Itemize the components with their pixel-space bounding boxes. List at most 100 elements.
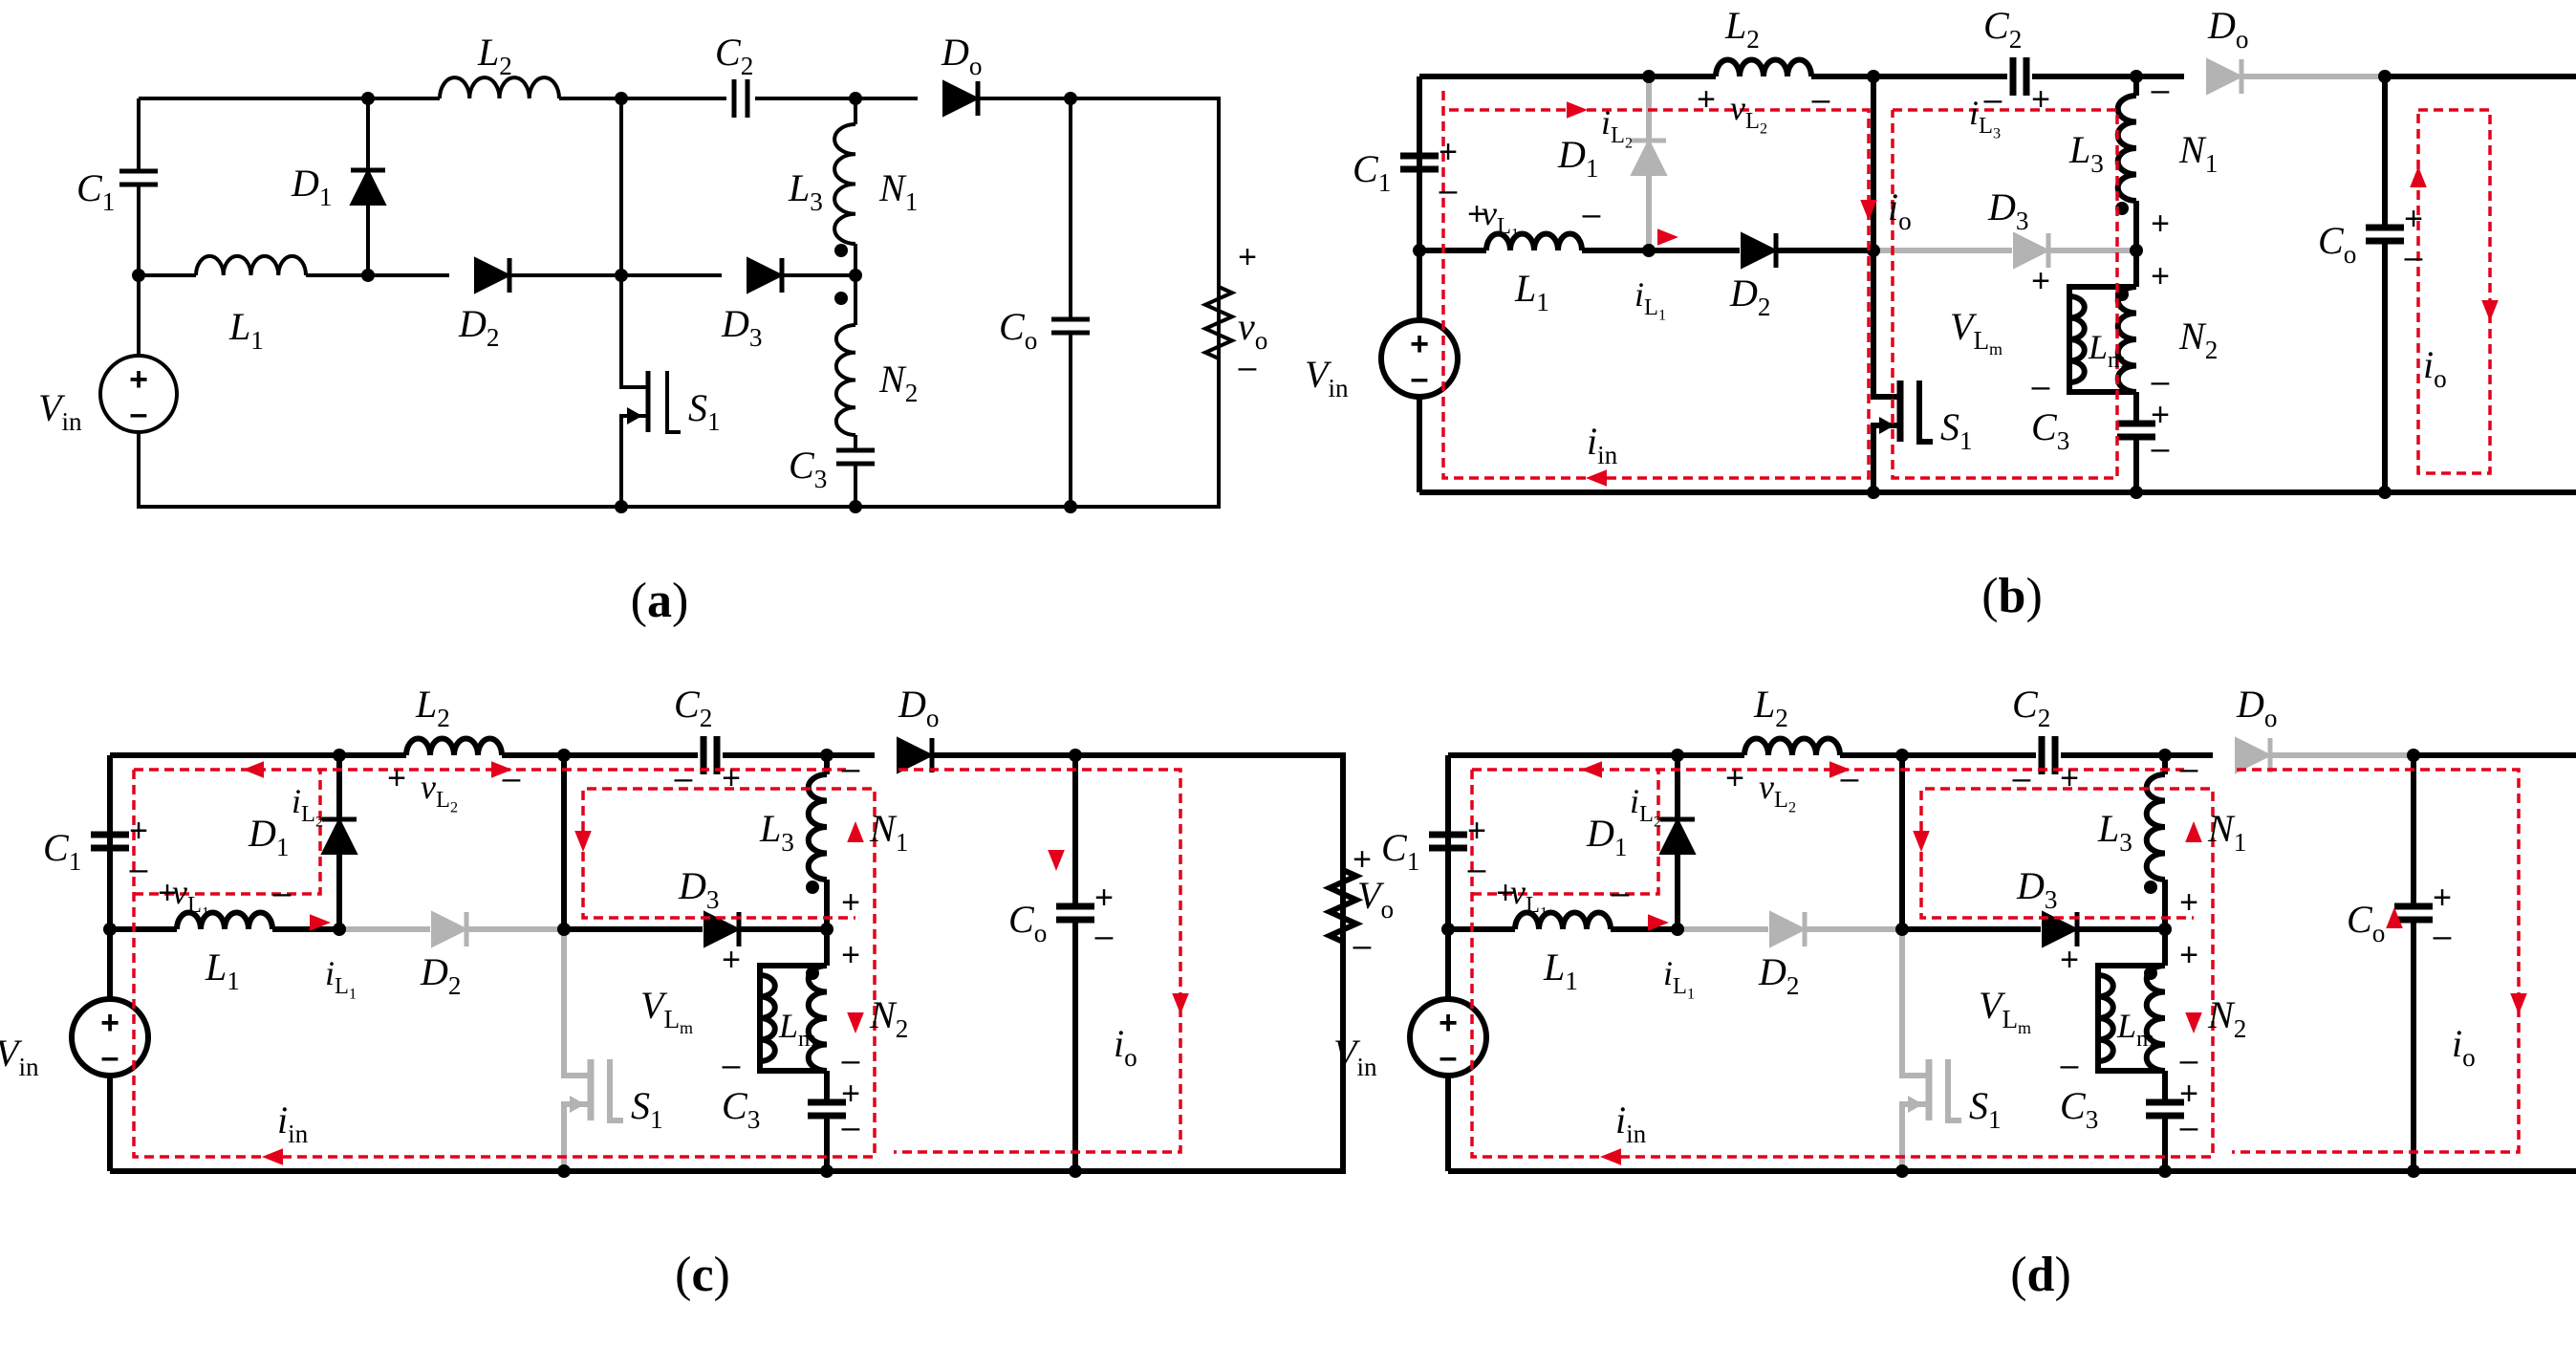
switch-S1-arrow <box>627 407 642 424</box>
plus-C1: + <box>1439 134 1458 170</box>
junction-dot <box>1867 70 1880 83</box>
switch-S1-drain <box>1899 1023 1929 1078</box>
label-D1: D1 <box>1586 812 1627 861</box>
output-loop <box>110 752 1346 1174</box>
inductor-L2 <box>1713 56 1814 77</box>
label-Lm: Lm <box>778 1007 816 1052</box>
label-VLm: VLm <box>1979 984 2031 1037</box>
plus-Lm: + <box>722 942 741 978</box>
junction-dot <box>615 92 628 105</box>
switch-S1-arrow <box>1879 417 1894 434</box>
output-loop <box>1448 752 2576 1174</box>
minus-Lm: – <box>723 1047 741 1083</box>
plus-Co: + <box>2433 880 2452 916</box>
label-iin: iin <box>1587 420 1618 469</box>
label-C1: C1 <box>1381 826 1419 876</box>
diode-D1 <box>349 167 387 206</box>
junction-dot <box>1642 70 1656 83</box>
minus-Lm: – <box>2032 368 2050 404</box>
junction-dot <box>2378 486 2392 499</box>
label-C3: C3 <box>722 1084 760 1134</box>
winding-N1 <box>805 772 828 882</box>
label-iin: iin <box>1615 1098 1647 1148</box>
junction-dot <box>2407 749 2420 762</box>
junction-dot <box>2378 70 2392 83</box>
label-Co: Co <box>2318 219 2356 269</box>
minus-C1: – <box>1440 172 1458 208</box>
junction-dot <box>2158 749 2172 762</box>
current-path-main <box>1470 770 2215 1159</box>
switch-S1-drain <box>561 1023 591 1078</box>
junction-dot <box>103 923 117 936</box>
arrow-co <box>2386 907 2403 928</box>
source-minus: – <box>130 396 148 432</box>
minus-C2: – <box>2013 760 2031 796</box>
plus-Co: + <box>1094 880 1114 916</box>
label-iL2: iL2 <box>292 782 323 830</box>
diode-D2 <box>1769 910 1808 948</box>
minus-L1: – <box>1583 196 1601 232</box>
label-VLm: VLm <box>640 984 693 1037</box>
minus-C3: – <box>2180 1109 2198 1145</box>
label-D1: D1 <box>291 162 332 211</box>
diode-Do <box>2235 736 2273 774</box>
plus-C3: + <box>841 1076 860 1112</box>
plus-C3: + <box>2151 397 2170 433</box>
label-D2: D2 <box>1729 272 1770 321</box>
diode-D2 <box>474 256 512 294</box>
label-vo: vo <box>1238 305 1267 355</box>
diode-D1 <box>1658 816 1697 855</box>
junction-dot <box>1895 749 1909 762</box>
label-C1: C1 <box>43 826 81 876</box>
arrow-co <box>2410 166 2427 187</box>
label-C2: C2 <box>715 31 753 80</box>
junction-dot <box>1064 500 1077 513</box>
arrow-iin <box>1586 469 1607 487</box>
junction-dot <box>1867 486 1880 499</box>
label-L2: L2 <box>1753 683 1788 732</box>
label-C1: C1 <box>1353 147 1391 197</box>
load-resistor <box>1201 285 1237 360</box>
label-Do: Do <box>2207 4 2248 54</box>
plus-sign: + <box>1238 239 1257 275</box>
minus-N2: – <box>2152 363 2170 400</box>
polarity-dot <box>834 292 848 305</box>
arrow-io <box>1172 993 1189 1014</box>
label-L3: L3 <box>2097 807 2132 857</box>
label-L3: L3 <box>2068 128 2104 178</box>
junction-dot <box>1671 923 1684 936</box>
plus-L1: + <box>1467 196 1486 232</box>
label-N1: N1 <box>2178 128 2218 178</box>
label-L1: L1 <box>1514 267 1549 316</box>
current-path-output <box>2232 768 2521 1154</box>
label-iL2: iL2 <box>1601 103 1633 151</box>
junction-dot <box>820 749 833 762</box>
junction-dot <box>132 269 145 282</box>
switch-S1-gate <box>665 371 681 434</box>
arrow-iL1 <box>1657 228 1678 246</box>
label-N1: N1 <box>878 166 918 216</box>
plus-Lm: + <box>2031 263 2050 299</box>
junction-dot <box>557 1164 571 1178</box>
inductor-Lm <box>2097 972 2116 1064</box>
label-Vin: Vin <box>1333 1032 1377 1081</box>
arrow-n2 <box>2185 1012 2202 1033</box>
inductor-L2 <box>403 735 505 756</box>
label-D2: D2 <box>420 950 461 1000</box>
label-Co: Co <box>999 305 1037 355</box>
switch-S1-arrow <box>1908 1096 1923 1113</box>
output-loop <box>1419 74 2576 495</box>
diode-D3 <box>747 256 785 294</box>
diode-D3 <box>2042 910 2080 948</box>
source-plus: + <box>1439 1005 1458 1041</box>
winding-N2 <box>2114 284 2137 395</box>
label-N1: N1 <box>869 807 908 857</box>
junction-dot <box>615 500 628 513</box>
minus-Vo: – <box>1353 927 1372 964</box>
switch-S1-gate <box>607 1059 623 1123</box>
arrow-c2 <box>491 761 512 778</box>
label-io: io <box>2423 343 2447 393</box>
inductor-L2 <box>438 76 561 99</box>
